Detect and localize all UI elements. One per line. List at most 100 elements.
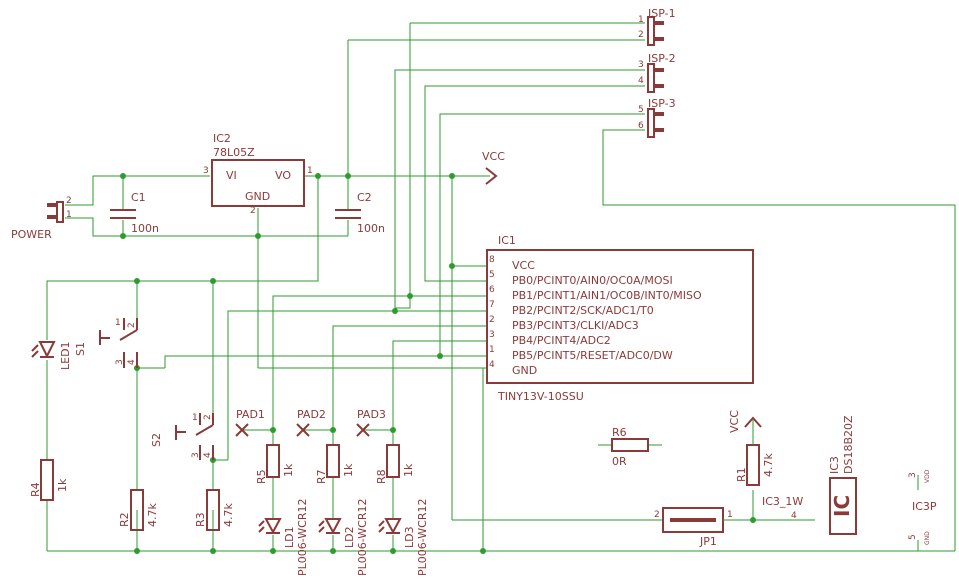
- ic3p-gnd: GND: [924, 531, 931, 545]
- s2-pin1: 1: [192, 413, 198, 423]
- mcu-num-2: 2: [489, 315, 495, 325]
- ic3p-pin-gnd: 5: [908, 534, 918, 540]
- r1-ref: R1: [735, 467, 748, 482]
- mcu-part: TINY13V-10SSU: [497, 390, 584, 403]
- mcu-num-5: 5: [489, 270, 495, 280]
- vcc-label-r1: VCC: [728, 410, 741, 433]
- r7-value: 1k: [342, 463, 355, 477]
- regulator-pin-vi: 3: [203, 166, 209, 176]
- isp3-pin-b: 6: [638, 121, 644, 131]
- sensor-ic3: IC3_1W 4 IC IC3 DS18B20Z: [762, 415, 857, 535]
- ic3p: IC3P VDD GND 3 5: [908, 469, 937, 545]
- capacitors: C1 100n C2 100n: [110, 191, 385, 235]
- jumper-jp1: 2 1 JP1: [654, 507, 740, 548]
- pad1-label: PAD1: [236, 408, 265, 421]
- mcu-num-4: 4: [489, 360, 495, 370]
- ld1-ref: LD1: [283, 526, 296, 548]
- r3-ref: R3: [194, 512, 207, 527]
- ld2-part: PL006-WCR12: [356, 499, 369, 576]
- mcu-num-7: 7: [489, 300, 495, 310]
- isp1-label: ISP-1: [648, 7, 676, 20]
- jp1-pin2: 2: [654, 510, 660, 520]
- ld3-ref: LD3: [403, 526, 416, 548]
- regulator-part: 78L05Z: [213, 146, 255, 159]
- wire-pad1: [242, 429, 274, 445]
- wire-vcc-led: [46, 176, 319, 340]
- vcc-symbol-r1: VCC: [728, 410, 762, 445]
- mcu-ref: IC1: [498, 234, 516, 247]
- switch-s1: 1 2 3 4 S1: [74, 318, 138, 368]
- regulator-pin-vo: 1: [307, 166, 313, 176]
- wire-isp5-pb5: [439, 113, 645, 357]
- regulator: IC2 78L05Z VI VO GND 3 1 2: [203, 132, 313, 216]
- switch-s2: 1 2 3 4 S2: [150, 413, 214, 460]
- r3-value: 4.7k: [222, 503, 235, 527]
- power-pin1: 1: [66, 210, 72, 220]
- r1-value: 4.7k: [762, 453, 775, 477]
- r5-ref: R5: [255, 469, 268, 484]
- wire-mcu-vcc: [451, 176, 487, 267]
- mcu-num-1: 1: [489, 345, 495, 355]
- wire-isp3-pb2: [394, 69, 645, 311]
- r6-ref: R6: [612, 426, 627, 439]
- c1-ref: C1: [131, 191, 146, 204]
- wire-isp4-pb0: [424, 85, 645, 282]
- ic3p-pin-vdd: 3: [908, 472, 918, 478]
- wire-isp1-pb2: [394, 23, 487, 312]
- jp1-pin1: 1: [727, 510, 733, 520]
- isp1-pin-a: 1: [638, 15, 644, 25]
- mcu-num-8: 8: [489, 255, 495, 265]
- r6-value: 0R: [612, 455, 627, 468]
- r7-ref: R7: [315, 469, 328, 484]
- isp3-pin-a: 5: [638, 105, 644, 115]
- regulator-vo: VO: [275, 169, 291, 182]
- ld1-part: PL006-WCR12: [296, 499, 309, 576]
- led1: LED1: [31, 341, 72, 370]
- mcu-pin-pb4: PB4/PCINT4/ADC2: [512, 334, 611, 347]
- mcu-pin-pb2: PB2/PCINT2/SCK/ADC1/T0: [512, 304, 654, 317]
- mcu-num-6: 6: [489, 285, 495, 295]
- led-ld: LD1 PL006-WCR12 LD2 PL006-WCR12 LD3 PL00…: [258, 499, 429, 576]
- mcu-pin-pb3: PB3/PCINT3/CLKI/ADC3: [512, 319, 639, 332]
- power-label: POWER: [11, 228, 52, 241]
- pad2-label: PAD2: [297, 408, 326, 421]
- wire-power-vi: [65, 175, 210, 206]
- c2-value: 100n: [357, 222, 385, 235]
- pad3-label: PAD3: [357, 408, 386, 421]
- sensor-symbol: IC: [830, 495, 854, 517]
- mcu-pin-pb5: PB5/PCINT5/RESET/ADC0/DW: [512, 349, 673, 362]
- c1-value: 100n: [131, 222, 159, 235]
- r4-ref: R4: [29, 482, 42, 497]
- mcu-num-3: 3: [489, 330, 495, 340]
- ld2-ref: LD2: [343, 526, 356, 548]
- vcc-symbol: VCC: [482, 150, 505, 185]
- power-connector: 2 1 POWER: [11, 196, 72, 241]
- s1-pin1: 1: [115, 318, 121, 328]
- sensor-net: IC3_1W: [762, 495, 803, 508]
- wire-pad2: [303, 429, 334, 445]
- ld3-part: PL006-WCR12: [416, 499, 429, 576]
- s2-pin4: 4: [203, 452, 213, 458]
- isp2-label: ISP-2: [648, 52, 676, 65]
- s1-pin3: 3: [115, 359, 125, 365]
- jp1-ref: JP1: [699, 535, 717, 548]
- isp3-label: ISP-3: [648, 97, 676, 110]
- isp-connectors: ISP-1 1 2 ISP-2 3 4 ISP-3 5 6: [638, 7, 676, 138]
- junctions: [120, 173, 756, 554]
- s1-ref: S1: [74, 342, 87, 356]
- mcu-pin-pb0: PB0/PCINT0/AIN0/OC0A/MOSI: [512, 274, 673, 287]
- led1-ref: LED1: [59, 341, 72, 370]
- r2-value: 4.7k: [146, 503, 159, 527]
- wire-1w: [740, 490, 754, 521]
- power-pin2: 2: [66, 196, 72, 206]
- vcc-label: VCC: [482, 150, 505, 163]
- ic3p-ref: IC3P: [912, 500, 937, 513]
- mcu: IC1 TINY13V-10SSU VCC PB0/PCINT0/AIN0/OC…: [486, 234, 754, 403]
- sensor-part: DS18B20Z: [842, 415, 855, 474]
- pads: PAD1 PAD2 PAD3: [235, 408, 386, 437]
- c2-ref: C2: [357, 191, 372, 204]
- ic3p-vdd: VDD: [924, 469, 931, 483]
- wire-pad3: [363, 429, 394, 445]
